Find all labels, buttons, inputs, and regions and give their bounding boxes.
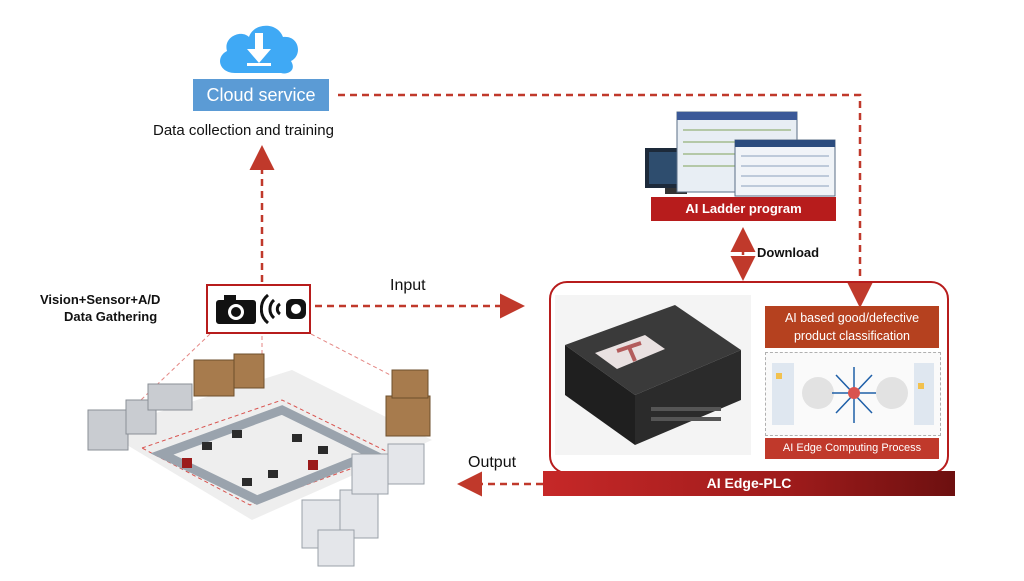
- cloud-to-plc-arrow: [338, 93, 873, 308]
- sensor-signal-icon: [260, 293, 306, 325]
- cloud-icon: [220, 25, 298, 74]
- ladder-program-banner: AI Ladder program: [651, 197, 836, 221]
- sensor-box: [206, 284, 311, 334]
- cloud-caption: Data collection and training: [153, 122, 334, 139]
- camera-icon: [216, 295, 256, 324]
- gathering-label-line2: Data Gathering: [64, 309, 158, 324]
- neural-process-icon: [772, 363, 934, 425]
- output-label: Output: [468, 454, 517, 471]
- classification-line1: AI based good/defective: [784, 311, 920, 325]
- factory-projection-lines: [119, 333, 401, 421]
- cloud-service-box: Cloud service: [193, 79, 329, 111]
- factory-line-illustration: [87, 353, 432, 567]
- input-label: Input: [390, 277, 426, 294]
- classification-line2: product classification: [793, 329, 911, 343]
- gathering-label-line1: Vision+Sensor+A/D: [40, 292, 161, 307]
- edge-plc-banner: AI Edge-PLC: [543, 471, 955, 496]
- ladder-program-screens: [645, 111, 836, 197]
- edge-process-graphic: [765, 352, 941, 436]
- plc-device-image: [555, 295, 751, 455]
- download-label: Download: [757, 245, 820, 260]
- classification-banner: AI based good/defective product classifi…: [765, 306, 939, 348]
- edge-process-banner: AI Edge Computing Process: [765, 438, 939, 459]
